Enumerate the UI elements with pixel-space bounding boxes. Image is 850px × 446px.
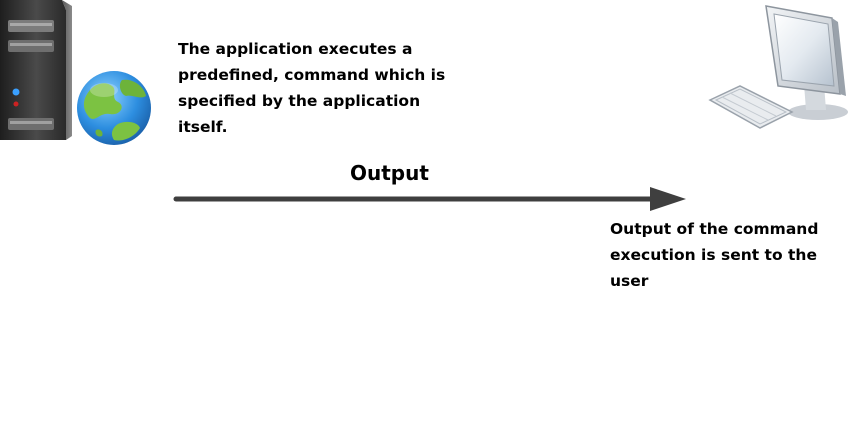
output-label: Output	[350, 161, 429, 185]
desktop-computer-icon	[708, 5, 848, 129]
application-description: The application executes a predefined, c…	[178, 40, 446, 136]
output-arrow	[173, 187, 686, 211]
output-description: Output of the command execution is sent …	[610, 220, 819, 290]
server-globe-icon	[0, 0, 151, 145]
